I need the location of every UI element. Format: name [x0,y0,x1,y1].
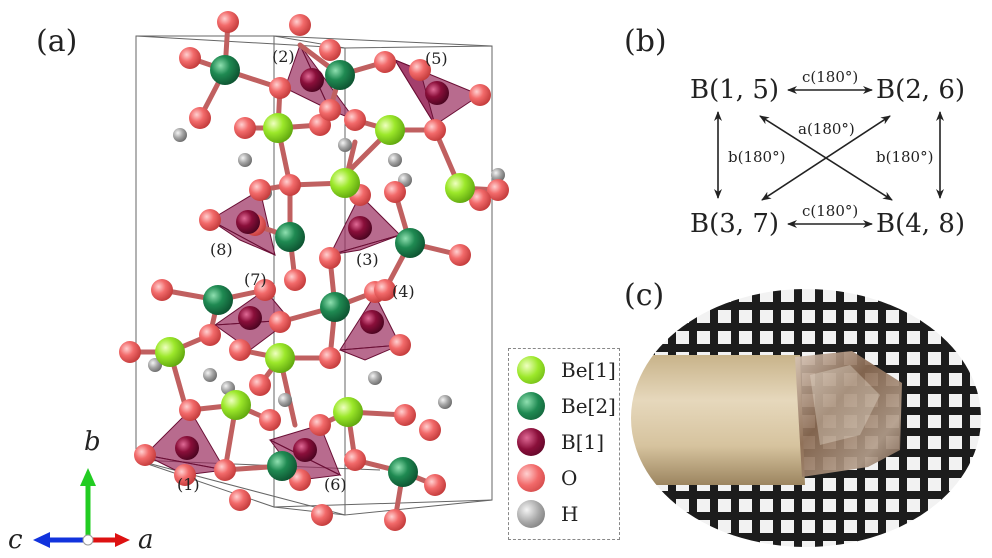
tetra-label-7: (7) [244,270,267,289]
legend-item-be1: Be[1] [517,355,616,385]
tetra-label-1: (1) [177,475,200,494]
edge-label-bottom: c(180°) [802,202,858,220]
legend-swatch [517,356,545,384]
tetra-label-2: (2) [272,47,295,66]
legend-item-o: O [517,463,577,493]
legend-item-h: H [517,499,578,529]
legend-label: H [561,502,579,526]
axis-b-label: b [84,427,101,457]
edge-label-diagonal: a(180°) [798,120,855,138]
edge-diagonal-2 [761,115,891,201]
axis-c-label: c [8,525,23,555]
unit-cell-face [344,45,493,516]
axis-b-arrowhead [80,468,96,486]
legend-swatch [517,500,545,528]
node-b26: B(2, 6) [876,75,965,105]
tetra-label-8: (8) [210,240,233,259]
legend-label: B[1] [561,430,605,454]
panel-label-b: (b) [624,24,667,59]
crystal-structure: (1) (2) (3) (4) (5) (6) (7) (8) b c a [8,11,509,555]
legend-label: Be[1] [561,358,616,382]
panel-label-c: (c) [624,278,665,313]
unit-cell-edge [135,35,346,49]
boron-atoms [175,68,449,462]
panel-label-a: (a) [36,24,78,59]
unit-cell-edge [273,35,493,47]
edge-label-left: b(180°) [728,148,785,166]
unit-cell-edge [273,499,493,508]
crystal-highlight [810,365,880,445]
edge-label-right: b(180°) [876,148,933,166]
tetra-label-5: (5) [425,49,448,68]
photo-frame [630,287,982,549]
tetrahedron [209,219,276,256]
tetra-label-4: (4) [392,282,415,301]
legend-swatch [517,392,545,420]
tetra-label-3: (3) [356,250,379,269]
legend-item-be2: Be[2] [517,391,616,421]
crystal-photo [630,287,982,549]
symmetry-diagram: B(1, 5) B(2, 6) B(3, 7) B(4, 8) c(180°) … [690,68,965,239]
be1-atoms [155,113,475,427]
crystal-sample [795,351,902,477]
axis-c-arrowhead [33,532,50,548]
be2-atoms [203,55,425,487]
edge-label-top: c(180°) [802,68,858,86]
oxygen-atoms [119,11,509,531]
atom-legend: Be[1] Be[2] B[1] O H [508,348,620,540]
axes-triad: b c a [8,427,154,555]
legend-swatch [517,428,545,456]
node-b15: B(1, 5) [690,75,779,105]
axis-origin [82,534,94,546]
tetrahedron [329,234,401,256]
legend-label: O [561,466,578,490]
tetrahedron [339,344,401,361]
tetra-label-6: (6) [324,475,347,494]
axis-a-arrowhead [115,533,130,547]
wooden-stick [630,355,805,485]
legend-item-b1: B[1] [517,427,604,457]
legend-swatch [517,464,545,492]
legend-label: Be[2] [561,394,616,418]
node-b48: B(4, 8) [876,209,965,239]
axis-a-label: a [138,525,154,555]
node-b37: B(3, 7) [690,209,779,239]
